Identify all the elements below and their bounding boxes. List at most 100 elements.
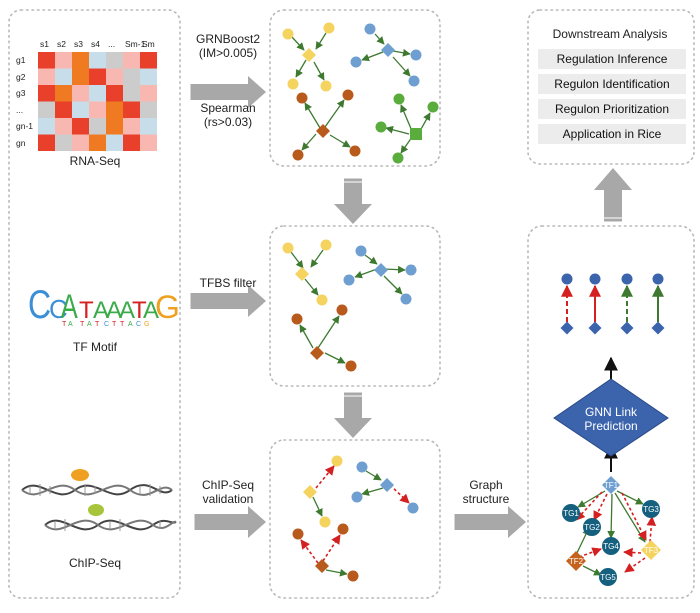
heatmap-cell [123, 85, 140, 102]
tg-label: TG5 [600, 573, 616, 582]
heatmap-cell [55, 52, 72, 69]
tg-node [562, 504, 580, 522]
tf-node [374, 263, 388, 277]
panel-borders [8, 9, 695, 599]
svg-text:T: T [112, 321, 117, 328]
heatmap-cell [72, 134, 89, 151]
svg-text:A: A [68, 321, 73, 328]
dna-illustration [21, 469, 177, 531]
network-node [375, 121, 387, 133]
arrow-down-1 [334, 178, 372, 224]
tf-node [310, 346, 324, 360]
heatmap-row-label: gn [16, 137, 26, 148]
heatmap-cell [89, 85, 106, 102]
tg-label: TG3 [643, 505, 659, 514]
heatmap-column-label: s1 [40, 39, 49, 49]
heatmap-cell [106, 134, 123, 151]
tf-node [315, 559, 329, 573]
heatmap-row-label: gn-1 [16, 121, 34, 131]
heatmap-cell [123, 134, 140, 151]
heatmap-cell [140, 52, 157, 69]
network-node [342, 89, 354, 101]
network-3 [300, 465, 410, 577]
tf-node [316, 124, 330, 138]
gnn-label-line2: Prediction [584, 419, 638, 433]
motif-letter: A [93, 297, 109, 324]
target-node [589, 273, 601, 285]
tf-node [303, 485, 317, 499]
downstream-item-regulation-inference: Regulation Inference [538, 49, 686, 69]
network-node [349, 145, 361, 157]
network-node [319, 516, 331, 528]
tf3-node [641, 540, 661, 560]
heatmap-cell [140, 68, 157, 85]
svg-text:T: T [95, 321, 100, 328]
motif-letter: T [132, 297, 147, 324]
arrow-rnaseq-to-network [190, 76, 266, 108]
chipseq-label: ChIP-Seq [68, 556, 122, 570]
heatmap-cell [55, 68, 72, 85]
network-node [320, 239, 332, 251]
grnboost-label: GRNBoost2 [195, 32, 261, 46]
heatmap-cell [123, 118, 140, 135]
tg-node [583, 518, 601, 536]
graph-structure-label-1: Graph [469, 478, 503, 492]
heatmap-column-label: s3 [74, 39, 83, 49]
target-node [561, 273, 573, 285]
downstream-item-application-in-rice: Application in Rice [538, 124, 686, 144]
heatmap-cell [106, 85, 123, 102]
motif-letter: G [155, 289, 180, 325]
tg-label: TG4 [603, 542, 619, 551]
svg-text:T: T [62, 321, 67, 328]
downstream-panel-border [527, 9, 695, 165]
svg-text:A: A [87, 321, 92, 328]
gnn-panel-border [527, 225, 695, 599]
network-node [410, 49, 422, 61]
heatmap-cell [89, 52, 106, 69]
network-node [296, 92, 308, 104]
network-node [323, 22, 335, 34]
network-1 [290, 32, 431, 154]
heatmap-column-label: s2 [57, 39, 66, 49]
svg-text:C: C [104, 321, 109, 328]
arrow-chipseq-to-network [194, 506, 266, 538]
tg-node [642, 500, 660, 518]
tg-node [602, 537, 620, 555]
network-node [427, 101, 439, 113]
network-node [287, 78, 299, 90]
gray-arrows [190, 76, 632, 538]
target-node [652, 273, 664, 285]
heatmap-row-label: g3 [16, 88, 26, 98]
gnn-link-prediction-diamond [553, 378, 669, 457]
arrow-stripes [185, 84, 622, 530]
heatmap-cell [106, 118, 123, 135]
heatmap-cell [38, 134, 55, 151]
heatmap-row-label: ... [16, 104, 24, 115]
motif-letter: C [49, 294, 68, 324]
tfbs-filter-label: TFBS filter [199, 276, 257, 290]
network-node [282, 242, 294, 254]
heatmap-cell [140, 85, 157, 102]
tf-node [302, 48, 316, 62]
tf3-label: TF3 [644, 546, 659, 555]
heatmap-cell [38, 118, 55, 135]
tf-node [588, 321, 602, 335]
heatmap-cell [140, 101, 157, 118]
heatmap-cell [89, 101, 106, 118]
tf-node [380, 478, 394, 492]
tf-protein-orange [71, 469, 89, 481]
downstream-title: Downstream Analysis [552, 27, 668, 41]
network-node [292, 149, 304, 161]
network-node [336, 304, 348, 316]
heatmap-cell [38, 101, 55, 118]
network-node [350, 56, 362, 68]
network-2 [290, 249, 406, 364]
network-node [345, 360, 357, 372]
heatmap-cell [123, 68, 140, 85]
heatmap-cell [72, 101, 89, 118]
network-node [392, 152, 404, 164]
target-node [621, 273, 633, 285]
network-node [393, 93, 405, 105]
heatmap-row-label: g2 [16, 71, 26, 82]
